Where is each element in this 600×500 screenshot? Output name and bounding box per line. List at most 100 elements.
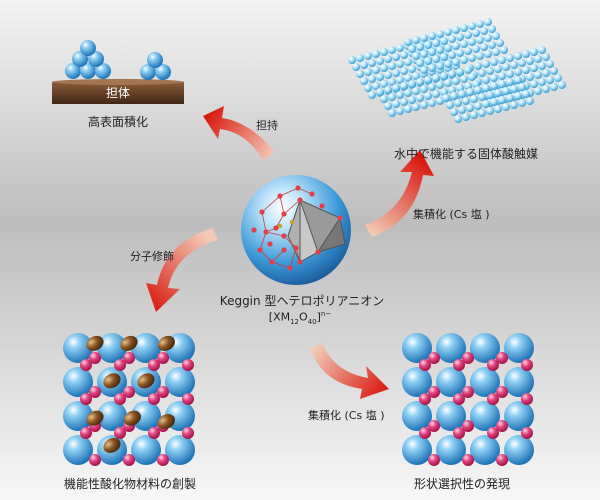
crystal-sphere: [392, 53, 400, 61]
cs-cation: [419, 393, 431, 405]
crystal-sphere: [416, 94, 424, 102]
crystal-sphere: [420, 101, 428, 109]
crystal-sphere: [412, 52, 420, 60]
crystal-sphere: [388, 62, 396, 70]
crystal-sphere: [408, 96, 416, 104]
crystal-sphere: [468, 22, 476, 30]
crystal-sphere: [484, 34, 492, 42]
crystal-sphere: [452, 26, 460, 34]
crystal-sphere: [472, 29, 480, 37]
crystal-sphere: [436, 81, 444, 89]
crystal-sphere: [506, 78, 514, 86]
crystal-sphere: [454, 115, 462, 123]
crystal-sphere: [494, 65, 502, 73]
crystal-sphere: [388, 109, 396, 117]
crystal-sphere: [486, 91, 494, 99]
organic-group: [103, 373, 121, 389]
cs-cation: [462, 454, 474, 466]
crystal-sphere: [440, 72, 448, 80]
crystal-sphere: [456, 49, 464, 57]
crystal-sphere: [538, 62, 546, 70]
crystal-sphere: [372, 66, 380, 74]
crystal-sphere: [534, 55, 542, 63]
crystal-sphere: [456, 68, 464, 76]
cs-cation: [419, 359, 431, 371]
anion-sphere: [402, 435, 432, 465]
crystal-sphere: [542, 85, 550, 93]
crystal-sphere: [462, 97, 470, 105]
support-caption: 高表面積化: [87, 115, 149, 129]
crystal-sphere: [444, 79, 452, 87]
cs-cation: [157, 386, 169, 398]
keggin-title: Keggin 型ヘテロポリアニオン: [219, 294, 385, 308]
crystal-sphere: [498, 96, 506, 104]
support-plate-label: 担体: [105, 86, 131, 100]
formula-mid: O: [299, 310, 308, 324]
cs-cation: [462, 352, 474, 364]
crystal-sphere: [404, 89, 412, 97]
crystal-sphere: [534, 87, 542, 95]
crystal-sphere: [454, 99, 462, 107]
crystal-sphere: [514, 68, 522, 76]
anion-sphere: [97, 401, 127, 431]
crystal-sphere: [384, 71, 392, 79]
cs-cation: [123, 386, 135, 398]
cs-cation: [453, 427, 465, 439]
crystal-sphere: [472, 45, 480, 53]
solid-acid-arrow-label: 集積化 (Cs 塩 ): [413, 208, 490, 221]
crystal-sphere: [404, 38, 412, 46]
crystal-sphere: [408, 45, 416, 53]
crystal-sphere: [498, 72, 506, 80]
crystal-sphere: [384, 55, 392, 63]
crystal-sphere: [384, 86, 392, 94]
crystal-sphere: [444, 28, 452, 36]
cs-cation: [496, 386, 508, 398]
crystal-sphere: [352, 63, 360, 71]
crystal-sphere: [452, 42, 460, 50]
crystal-sphere: [446, 101, 454, 109]
crystal-sphere: [428, 48, 436, 56]
crystal-sphere: [450, 92, 458, 100]
crystal-sphere: [478, 69, 486, 77]
anion-sphere: [470, 401, 500, 431]
crystal-sphere: [452, 58, 460, 66]
crystal-sphere: [400, 98, 408, 106]
crystal-sphere: [466, 88, 474, 96]
crystal-sphere: [464, 66, 472, 74]
crystal-sphere: [458, 90, 466, 98]
crystal-sphere: [482, 76, 490, 84]
crystal-sphere: [534, 71, 542, 79]
anion-sphere: [63, 333, 93, 363]
support-cluster-left: [65, 40, 111, 79]
cs-cation: [462, 420, 474, 432]
cs-cation: [428, 454, 440, 466]
crystal-sphere: [388, 93, 396, 101]
cs-cation: [114, 393, 126, 405]
anion-sphere: [131, 435, 161, 465]
crystal-sphere: [424, 76, 432, 84]
crystal-sphere: [380, 48, 388, 56]
crystal-sphere: [492, 32, 500, 40]
crystal-sphere: [436, 30, 444, 38]
cs-cation: [453, 359, 465, 371]
crystal-sphere: [364, 52, 372, 60]
crystal-sphere: [510, 101, 518, 109]
crystal-sphere: [356, 70, 364, 78]
anion-sphere: [504, 367, 534, 397]
crystal-sphere: [480, 27, 488, 35]
crystal-sphere: [476, 36, 484, 44]
cs-cation: [521, 393, 533, 405]
solid-acid-crystal: [348, 18, 566, 123]
cs-cation: [487, 393, 499, 405]
crystal-sphere: [514, 76, 522, 84]
crystal-sphere: [368, 75, 376, 83]
crystal-sphere: [526, 97, 534, 105]
crystal-sphere: [522, 50, 530, 58]
crystal-sphere: [496, 39, 504, 47]
crystal-sphere: [456, 33, 464, 41]
crystal-sphere: [432, 39, 440, 47]
crystal-sphere: [530, 48, 538, 56]
crystal-sphere: [424, 92, 432, 100]
crystal-sphere: [432, 55, 440, 63]
